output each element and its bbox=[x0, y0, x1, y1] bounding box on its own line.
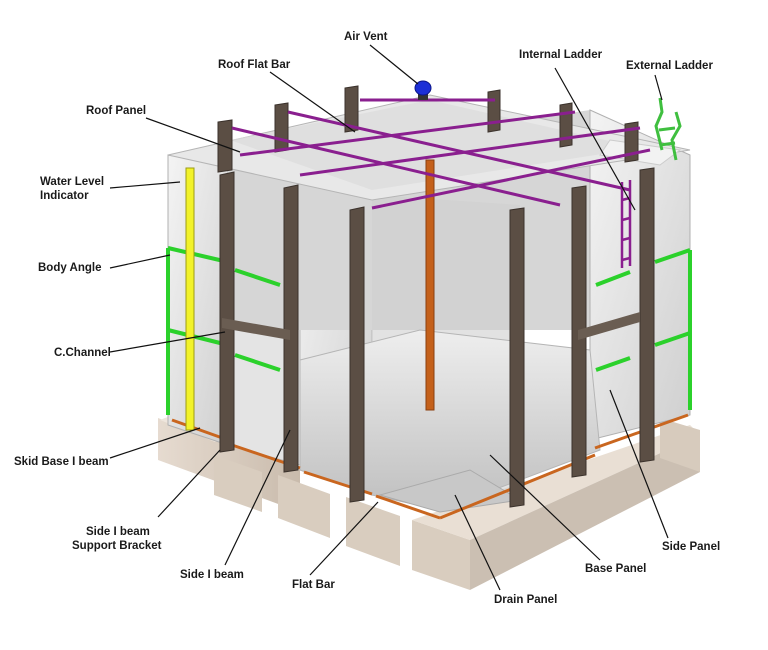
label-c-channel: C.Channel bbox=[54, 347, 111, 359]
water-level-indicator bbox=[185, 167, 195, 431]
c-channels bbox=[222, 312, 640, 340]
label-body-angle: Body Angle bbox=[38, 262, 102, 274]
label-side-i-beam-support-bracket: Side I beam Support Bracket bbox=[72, 525, 161, 553]
label-roof-panel: Roof Panel bbox=[86, 105, 147, 117]
label-external-ladder: External Ladder bbox=[626, 60, 713, 72]
label-internal-ladder: Internal Ladder bbox=[519, 49, 603, 61]
label-water-level-indicator-line1: Water Level bbox=[40, 176, 105, 188]
external-ladder bbox=[654, 97, 682, 161]
label-drain-panel: Drain Panel bbox=[494, 594, 558, 606]
body-angle bbox=[166, 246, 692, 415]
label-side-i-beam: Side I beam bbox=[180, 569, 244, 581]
label-base-panel: Base Panel bbox=[585, 563, 647, 575]
label-water-level-indicator: Water Level Indicator bbox=[40, 175, 104, 203]
label-water-level-indicator-line2: Indicator bbox=[40, 190, 89, 202]
leader-lines bbox=[109, 44, 669, 591]
label-air-vent: Air Vent bbox=[344, 31, 388, 43]
label-support-bracket-line1: Side I beam bbox=[86, 526, 150, 538]
label-roof-flat-bar: Roof Flat Bar bbox=[218, 59, 291, 71]
internal-pipe bbox=[425, 159, 435, 411]
side-i-beams bbox=[217, 85, 655, 508]
label-side-panel: Side Panel bbox=[662, 541, 721, 553]
air-vent bbox=[414, 80, 432, 100]
label-flat-bar: Flat Bar bbox=[292, 579, 335, 591]
label-support-bracket-line2: Support Bracket bbox=[72, 540, 162, 552]
label-skid-base-i-beam: Skid Base I beam bbox=[14, 456, 109, 468]
